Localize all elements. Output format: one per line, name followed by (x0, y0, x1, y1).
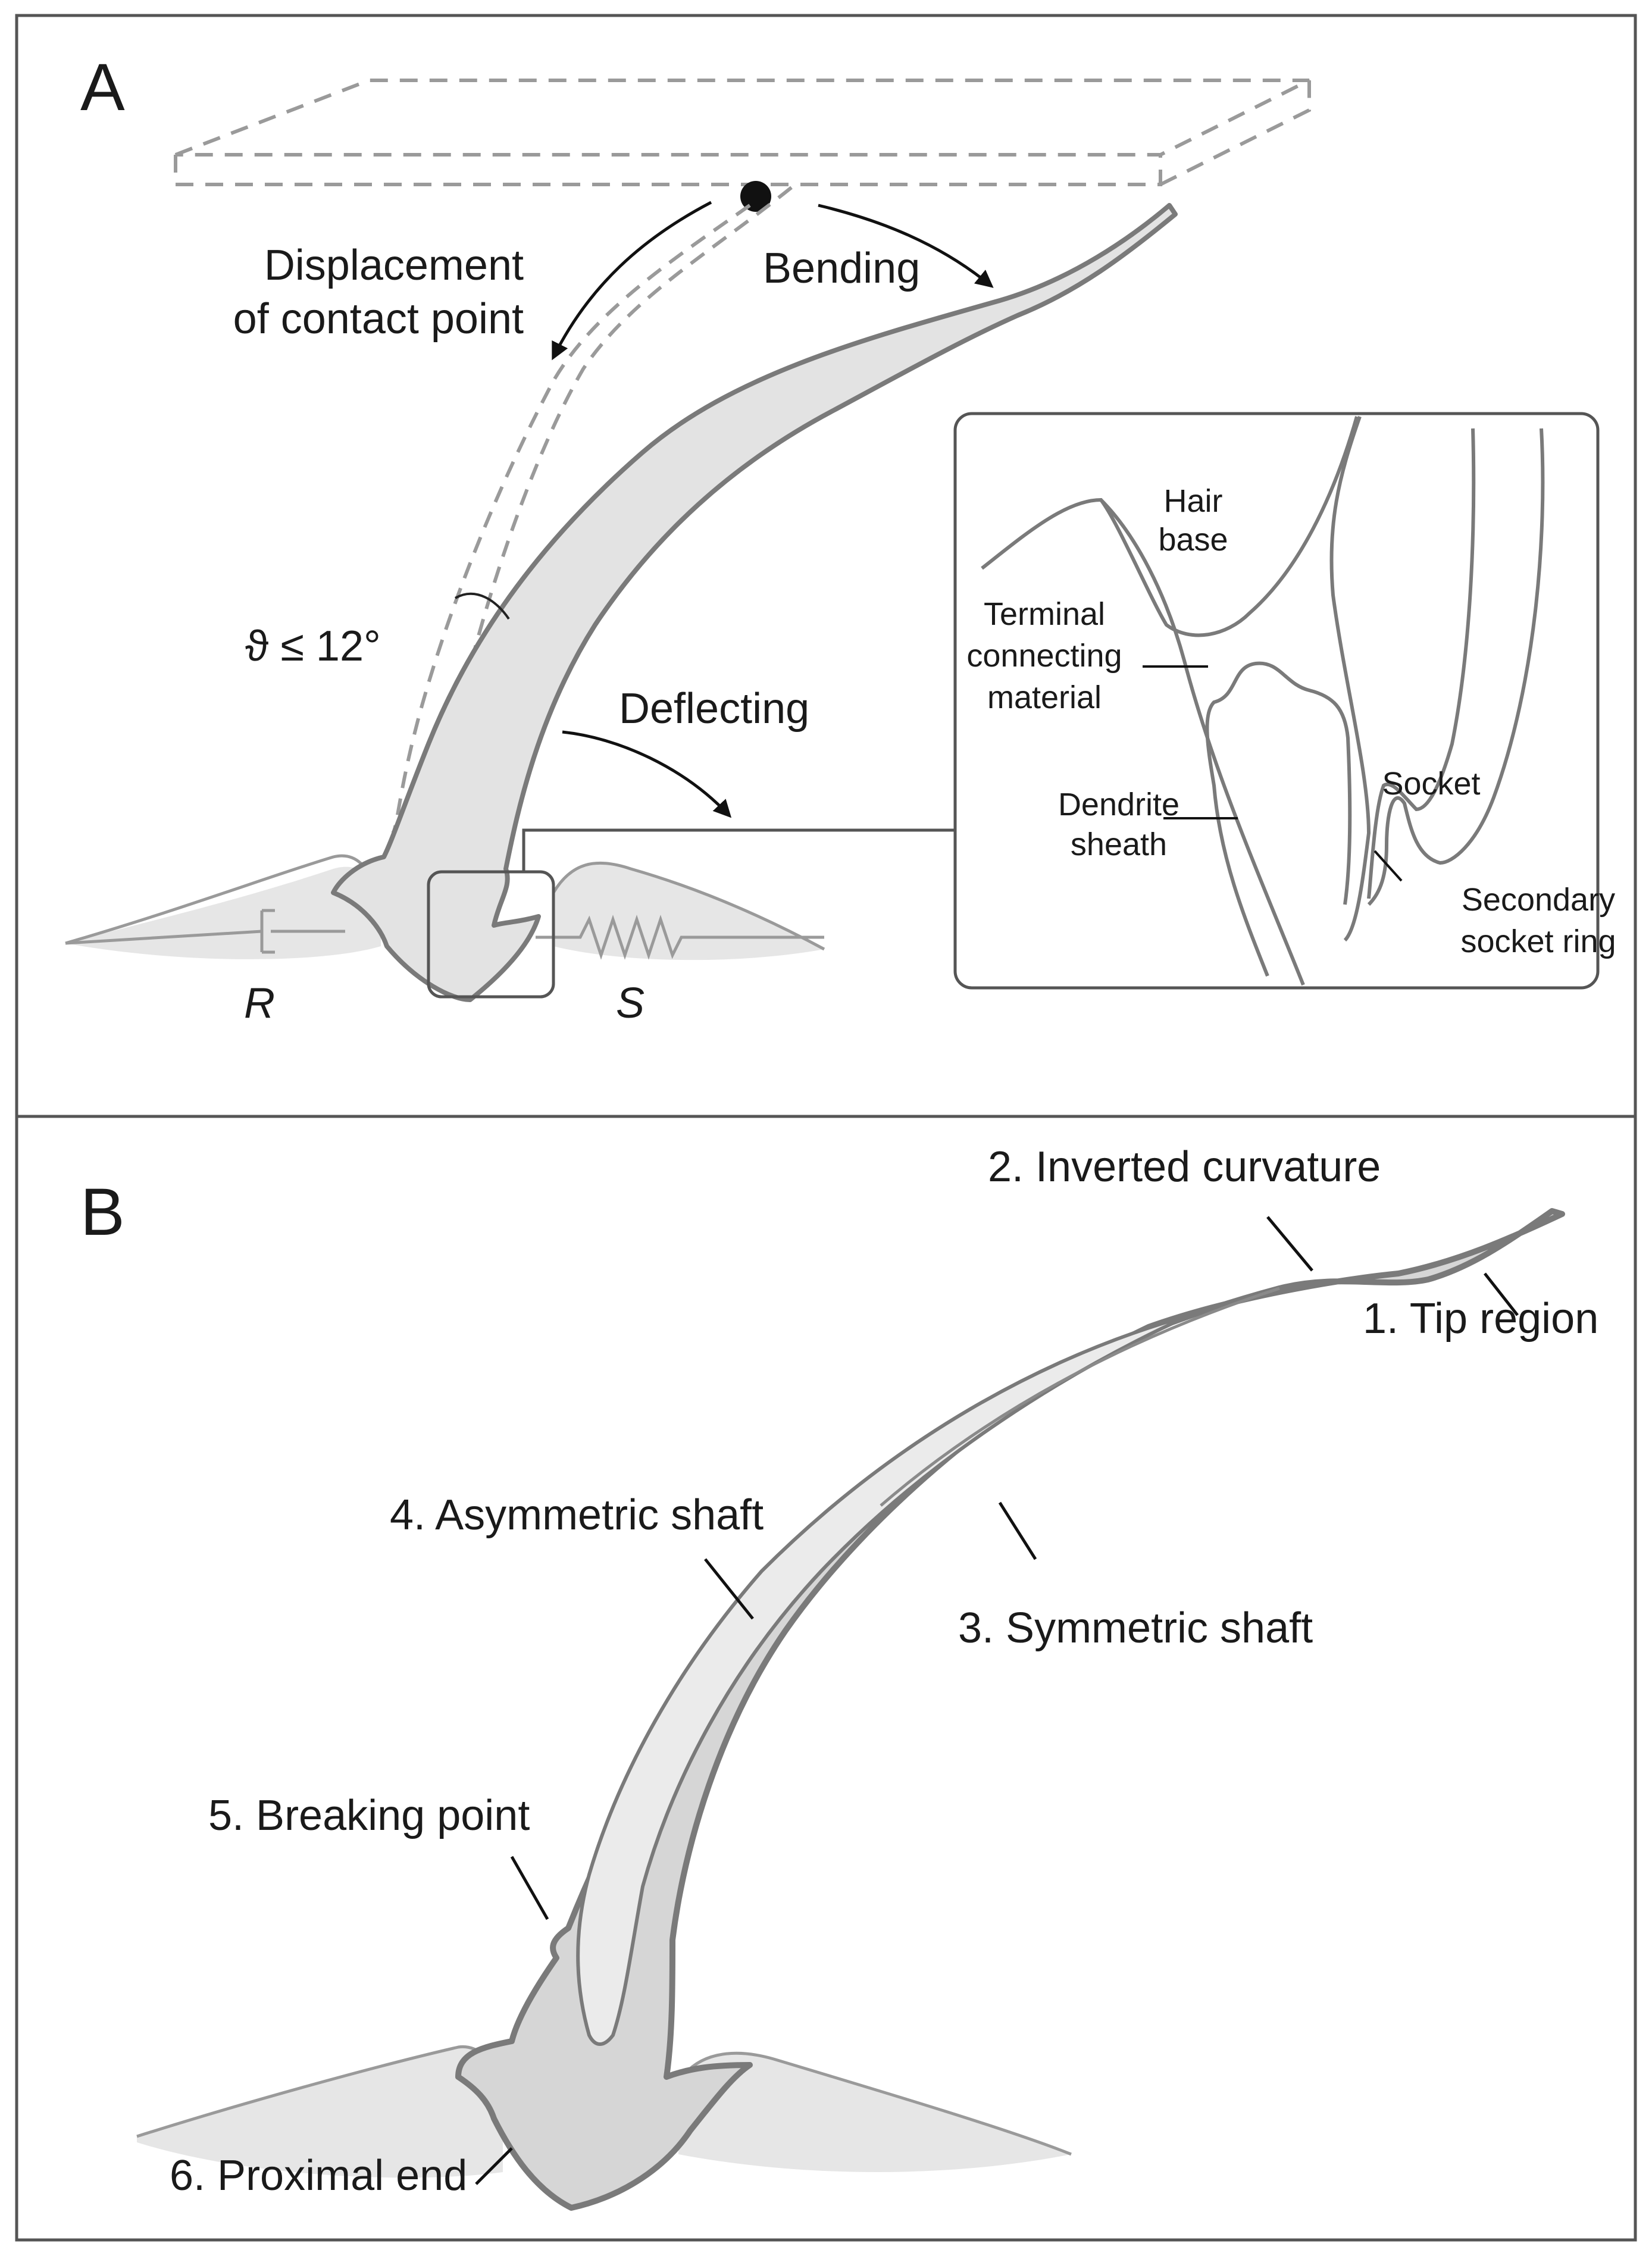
inset-label-hair-1: Hair (1163, 483, 1222, 519)
label-angle: ϑ ≤ 12° (245, 622, 381, 670)
bent-hair (331, 203, 1178, 1002)
zoom-connector (522, 828, 955, 872)
label-s: S (616, 980, 644, 1027)
inset-label-dendrite-2: sheath (1071, 827, 1167, 862)
inset-socket-right (1367, 428, 1545, 906)
cuticle-membrane-b (136, 2045, 1072, 2178)
label-displacement-2: of contact point (233, 295, 524, 343)
deflecting-arrow (562, 730, 732, 818)
label-tip-region: 1. Tip region (1363, 1295, 1598, 1343)
label-r: R (244, 980, 275, 1027)
label-inverted-curvature: 2. Inverted curvature (988, 1143, 1381, 1191)
panel-b-letter: B (80, 1175, 125, 1249)
hair-lumen (576, 1313, 1191, 2046)
hair-shaft (455, 1208, 1565, 2211)
inset-label-terminal-3: material (987, 680, 1102, 715)
angle-arc (455, 592, 510, 620)
inset-hair-base (981, 416, 1359, 637)
inset-dendrite-inner (1205, 661, 1352, 977)
tip-region-leader (1484, 1272, 1519, 1316)
inset-label-terminal-2: connecting (966, 638, 1122, 674)
contact-point (740, 181, 771, 212)
inset-label-socket: Socket (1382, 766, 1480, 802)
label-displacement-1: Displacement (264, 242, 524, 289)
label-symmetric-shaft: 3. Symmetric shaft (958, 1604, 1313, 1652)
inset-dendrite-outer (1099, 498, 1305, 986)
inset-label-hair-2: base (1158, 522, 1228, 558)
panel-b: B 2. Inverted curvature 1. Tip region 4.… (15, 1115, 1637, 2242)
symmetric-shaft-leader (998, 1501, 1037, 1560)
panel-b-frame (15, 1115, 1637, 2242)
inverted-curvature-leader (1266, 1216, 1313, 1272)
secondary-leader (1373, 850, 1403, 882)
dashed-plate (174, 79, 1311, 186)
original-hair-outline (391, 186, 793, 834)
label-asymmetric-shaft: 4. Asymmetric shaft (390, 1491, 764, 1539)
inset-label-secondary-2: socket ring (1460, 924, 1616, 959)
panel-a-letter: A (80, 50, 125, 124)
breaking-point-leader (510, 1856, 549, 1920)
panel-a: A (15, 14, 1637, 1118)
bending-arrow (818, 204, 994, 288)
inset-label-secondary-1: Secondary (1462, 882, 1615, 918)
hair-inner-fiber (880, 1287, 1280, 1507)
spring-s (536, 915, 824, 960)
label-deflecting: Deflecting (619, 685, 809, 733)
label-proximal-end: 6. Proximal end (170, 2152, 467, 2199)
inset-socket-wall (1329, 416, 1371, 942)
inset-label-terminal-1: Terminal (984, 596, 1105, 632)
inset-socket-outer (1367, 428, 1476, 899)
asymmetric-shaft-leader (704, 1558, 754, 1620)
proximal-end-leader (475, 2147, 513, 2185)
cuticle-membrane (65, 854, 825, 960)
displacement-arrow (552, 201, 712, 361)
inset-detail: Hair base Terminal connecting material D… (953, 412, 1616, 990)
zoom-box (427, 870, 555, 999)
damper-r (65, 909, 345, 954)
label-bending: Bending (763, 245, 920, 292)
inset-frame (953, 412, 1600, 990)
inset-label-dendrite-1: Dendrite (1058, 787, 1179, 822)
label-breaking-point: 5. Breaking point (208, 1792, 530, 1839)
